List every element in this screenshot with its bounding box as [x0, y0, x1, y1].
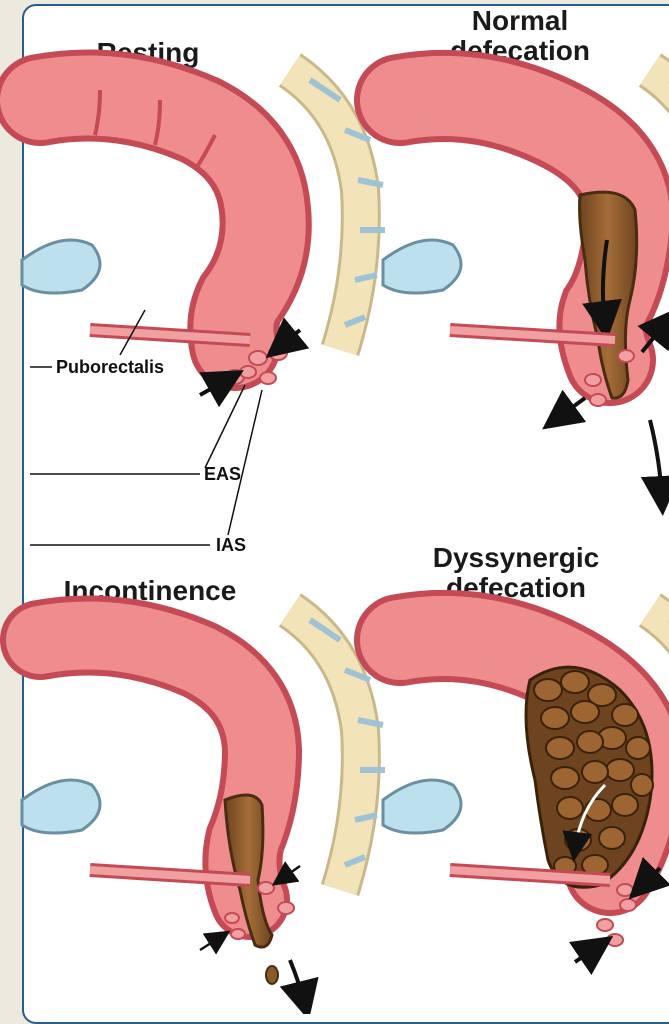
title-dyssynergic-line1: Dyssynergic [433, 542, 600, 573]
panel-normal-defecation [383, 70, 669, 500]
label-puborectalis: Puborectalis [56, 357, 164, 377]
title-normal-line1: Normal [472, 5, 568, 36]
label-eas: EAS [204, 464, 241, 484]
panel-dyssynergic-defecation [383, 610, 669, 962]
label-ias: IAS [216, 535, 246, 555]
panel-incontinence [22, 610, 385, 1005]
panel-resting [22, 70, 385, 395]
